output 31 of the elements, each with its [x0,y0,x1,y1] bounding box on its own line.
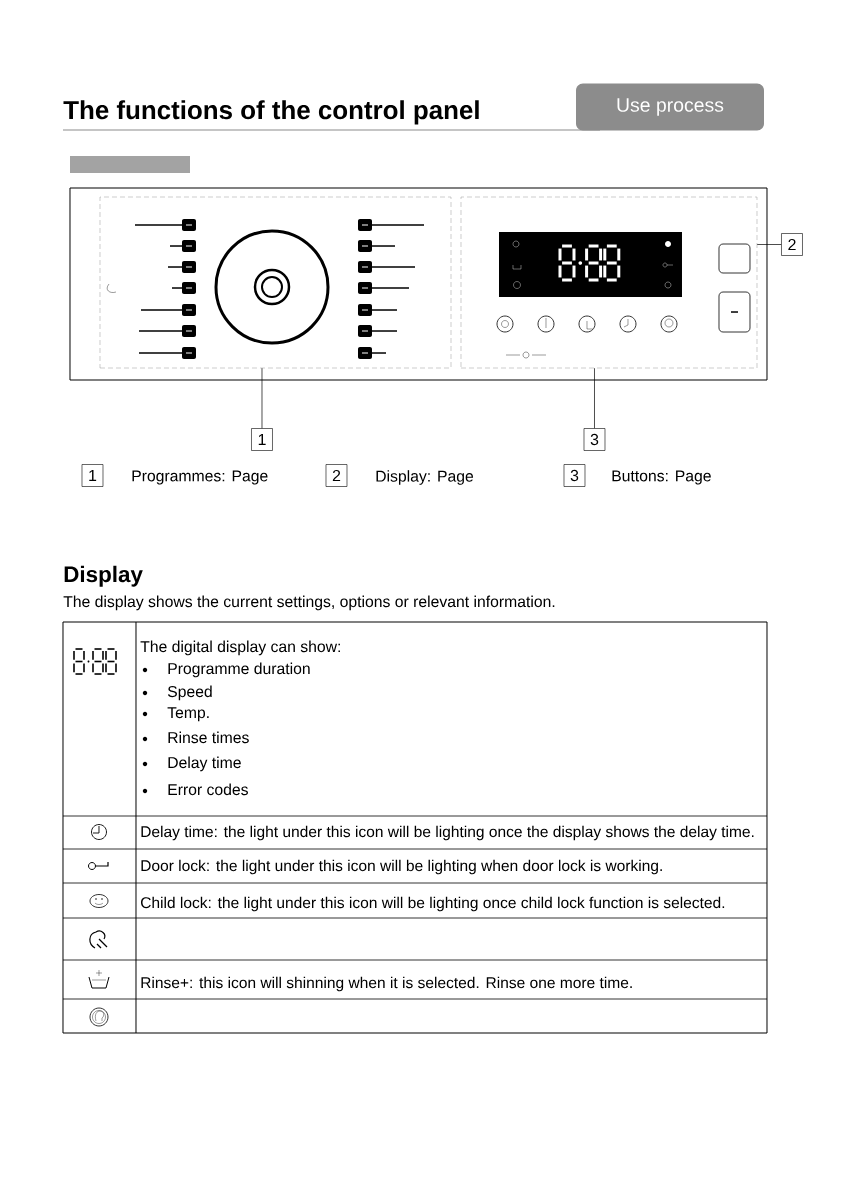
heading-bar [70,156,190,173]
cell-text: Door lock: the light under this icon will be lighting when door lock is working. [141,859,662,875]
bullet-item: Delay time [142,756,241,772]
leader-line [756,244,782,245]
bullet-item: Temp. [142,707,209,722]
callout-number: 1 [251,428,273,451]
page-title: The functions of the control panel [63,100,479,125]
leader-line [261,367,263,429]
cell-text: Child lock: the light under this icon will be lighting once child lock function is selected. [141,896,725,912]
leader-line [594,367,595,429]
tab-label: Use process [576,83,764,131]
callout-number: 1 [81,464,104,487]
callout-number: 3 [583,428,606,451]
cell-text: Rinse+: this icon will shinning when it is selected. Rinse one more time. [141,976,632,992]
bullet-item: Programme duration [142,662,310,678]
legend-text: Display: Page [376,470,474,485]
cell-text: The digital display can show: [140,640,340,656]
callout-number: 2 [325,464,348,487]
bullet-item: Error codes [142,783,248,796]
section-heading: Display [64,565,143,587]
panel-box [460,196,758,369]
legend-text: Buttons: Page [612,470,711,485]
intro-text: The display shows the current settings, options or relevant information. [63,595,555,611]
legend-text: Programmes: Page [132,470,268,485]
cell-text: Delay time: the light under this icon will be lighting once the display shows the delay time. [141,825,754,841]
panel-box [99,196,452,369]
bullet-item: Rinse times [142,731,249,744]
panel-box [69,187,768,381]
callout-number: 3 [563,464,586,487]
callout-number: 2 [781,233,803,256]
bullet-item: Speed [142,685,212,701]
